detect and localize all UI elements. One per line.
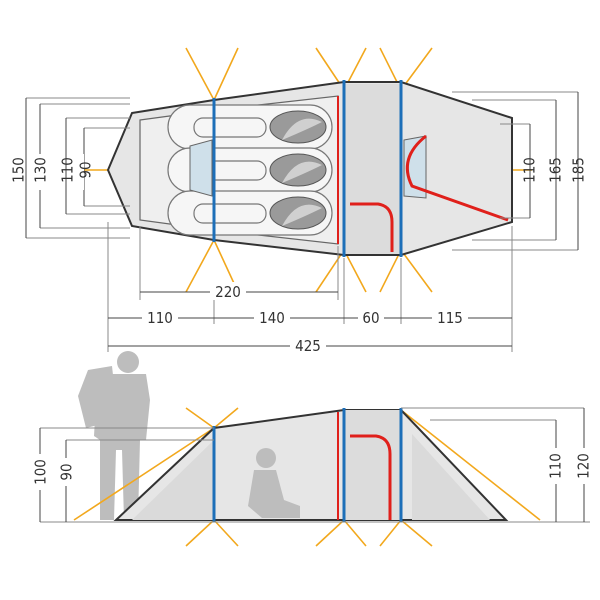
dim-label-165: 165 [547, 157, 565, 183]
red-pole-top-center [350, 202, 394, 252]
side-view: 100 90 110 120 [32, 351, 593, 547]
dim-label-side-90: 90 [58, 463, 76, 480]
top-view: 150 130 110 90 110 165 185 220 110 140 6… [10, 47, 588, 355]
dim-label-220: 220 [215, 283, 241, 301]
dim-label-90-left: 90 [77, 161, 95, 178]
dim-label-side-100: 100 [32, 459, 50, 485]
dim-label-side-120: 120 [575, 453, 593, 479]
dim-label-185: 185 [570, 157, 588, 183]
dim-label-110-right: 110 [521, 157, 539, 183]
dim-label-seg-60: 60 [362, 309, 379, 327]
dim-label-425: 425 [295, 337, 321, 355]
dim-label-130: 130 [32, 157, 50, 183]
side-vestibule [344, 410, 401, 520]
dim-label-side-110: 110 [547, 453, 565, 479]
red-pole-top-right [405, 134, 509, 222]
left-door [189, 139, 213, 197]
standing-person-silhouette [78, 351, 150, 520]
dimension-lines-right [452, 91, 579, 251]
dim-label-110-left: 110 [59, 157, 77, 183]
dim-label-150: 150 [10, 157, 28, 183]
dim-label-seg-110: 110 [147, 309, 173, 327]
dim-label-seg-115: 115 [437, 309, 463, 327]
red-pole-side [350, 434, 392, 520]
dimension-lines-left [25, 97, 130, 239]
dim-label-seg-140: 140 [259, 309, 285, 327]
sitting-person-silhouette [248, 448, 300, 518]
